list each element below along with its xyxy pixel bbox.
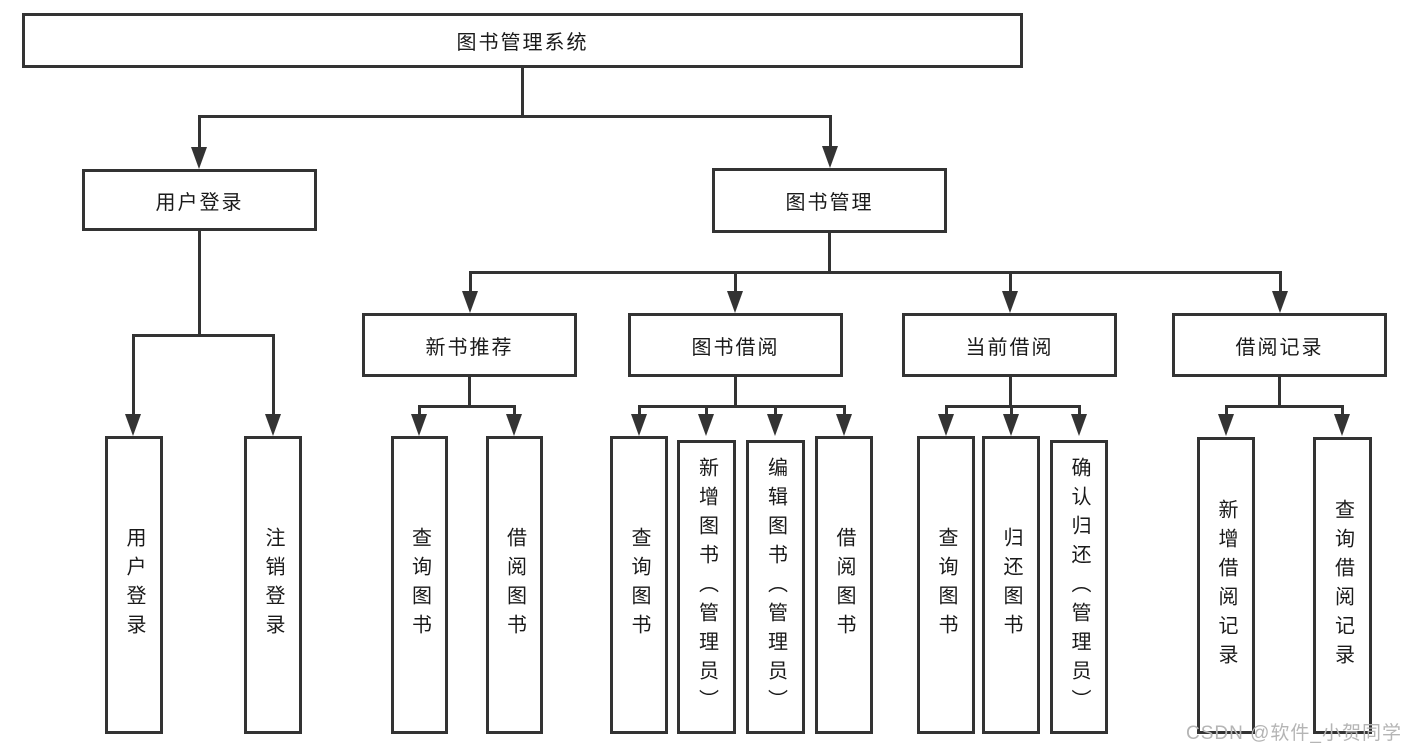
connector-line <box>1078 405 1081 416</box>
connector-line <box>198 115 832 118</box>
connector-line <box>638 405 846 408</box>
leaf-query-books-borrow: 查询图书 <box>610 436 668 734</box>
node-new-book-recommend: 新书推荐 <box>362 313 577 377</box>
leaf-label: 借阅图书 <box>503 527 526 643</box>
arrow-down-icon <box>1334 414 1350 436</box>
leaf-confirm-return-admin: 确认归还（管理员） <box>1050 440 1108 734</box>
connector-line <box>272 334 275 416</box>
leaf-label: 用户登录 <box>123 527 145 643</box>
connector-line <box>418 405 516 408</box>
connector-line <box>774 405 777 416</box>
connector-line <box>513 405 516 416</box>
arrow-down-icon <box>822 146 838 168</box>
arrow-down-icon <box>506 414 522 436</box>
connector-line <box>469 271 1282 274</box>
arrow-down-icon <box>265 414 281 436</box>
arrow-down-icon <box>767 414 783 436</box>
leaf-label: 查询图书 <box>935 527 957 643</box>
connector-line <box>468 377 471 407</box>
leaf-label: 新增图书（管理员） <box>695 456 718 718</box>
connector-line <box>1225 405 1228 416</box>
leaf-borrow-books: 借阅图书 <box>815 436 873 734</box>
leaf-borrow-books-recommend: 借阅图书 <box>486 436 543 734</box>
connector-line <box>945 405 1081 408</box>
arrow-down-icon <box>462 291 478 313</box>
connector-line <box>705 405 708 416</box>
connector-line <box>828 233 831 273</box>
connector-line <box>1225 405 1344 408</box>
node-borrow-records: 借阅记录 <box>1172 313 1387 377</box>
node-current-borrow: 当前借阅 <box>902 313 1117 377</box>
arrow-down-icon <box>1002 291 1018 313</box>
leaf-label: 借阅图书 <box>833 527 855 643</box>
leaf-label: 归还图书 <box>1000 527 1022 643</box>
connector-line <box>469 271 472 293</box>
connector-line <box>638 405 641 416</box>
leaf-label: 查询图书 <box>408 527 431 643</box>
connector-line <box>734 271 737 293</box>
connector-line <box>1341 405 1344 416</box>
arrow-down-icon <box>1272 291 1288 313</box>
leaf-logout: 注销登录 <box>244 436 302 734</box>
connector-line <box>1279 271 1282 293</box>
connector-line <box>1278 377 1281 407</box>
connector-line <box>132 334 275 337</box>
node-book-management: 图书管理 <box>712 168 947 233</box>
connector-line <box>945 405 948 416</box>
node-user-login: 用户登录 <box>82 169 317 231</box>
leaf-edit-books-admin: 编辑图书（管理员） <box>746 440 805 734</box>
arrow-down-icon <box>1003 414 1019 436</box>
watermark: CSDN @软件_小贺同学 <box>1186 723 1402 744</box>
connector-line <box>198 115 201 148</box>
leaf-label: 确认归还（管理员） <box>1068 456 1090 718</box>
leaf-label: 编辑图书（管理员） <box>764 456 787 718</box>
connector-line <box>829 115 832 147</box>
arrow-down-icon <box>698 414 714 436</box>
leaf-label: 新增借阅记录 <box>1215 498 1237 673</box>
connector-line <box>1010 405 1013 416</box>
leaf-return-books: 归还图书 <box>982 436 1040 734</box>
connector-line <box>1009 271 1012 293</box>
arrow-down-icon <box>631 414 647 436</box>
connector-line <box>843 405 846 416</box>
leaf-label: 查询图书 <box>628 527 650 643</box>
arrow-down-icon <box>938 414 954 436</box>
connector-line <box>198 231 201 336</box>
connector-line <box>418 405 421 416</box>
leaf-query-borrow-record: 查询借阅记录 <box>1313 437 1372 734</box>
connector-line <box>521 68 524 117</box>
leaf-user-login: 用户登录 <box>105 436 163 734</box>
leaf-query-books-current: 查询图书 <box>917 436 975 734</box>
connector-line <box>734 377 737 407</box>
connector-line <box>1009 377 1012 407</box>
leaf-query-books-recommend: 查询图书 <box>391 436 448 734</box>
leaf-label: 注销登录 <box>262 527 284 643</box>
connector-line <box>132 334 135 416</box>
node-book-borrow: 图书借阅 <box>628 313 843 377</box>
arrow-down-icon <box>836 414 852 436</box>
leaf-label: 查询借阅记录 <box>1331 498 1354 673</box>
leaf-add-borrow-record: 新增借阅记录 <box>1197 437 1255 734</box>
arrow-down-icon <box>727 291 743 313</box>
arrow-down-icon <box>191 147 207 169</box>
node-root: 图书管理系统 <box>22 13 1023 68</box>
arrow-down-icon <box>125 414 141 436</box>
arrow-down-icon <box>1071 414 1087 436</box>
leaf-add-books-admin: 新增图书（管理员） <box>677 440 736 734</box>
arrow-down-icon <box>411 414 427 436</box>
arrow-down-icon <box>1218 414 1234 436</box>
